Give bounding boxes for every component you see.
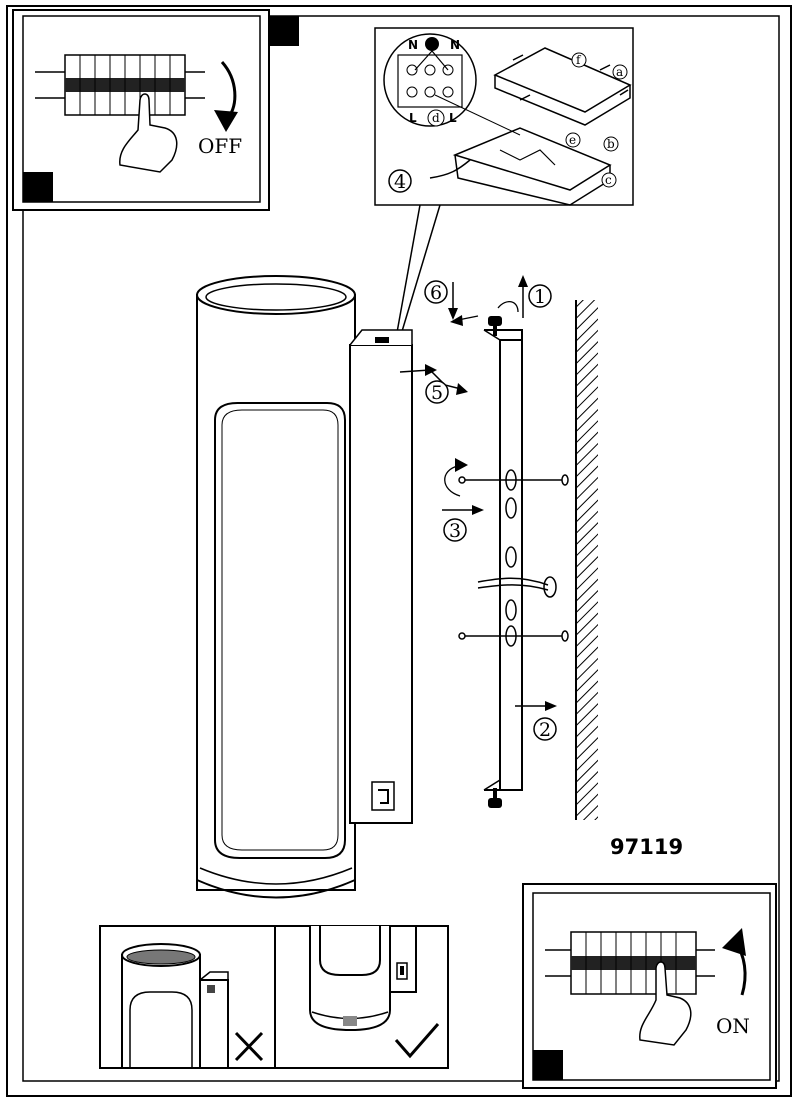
- terminal-label-n-right: N: [450, 38, 460, 52]
- model-number: 97119: [610, 835, 683, 859]
- detail-letter-e: e: [569, 133, 576, 147]
- correct-mount-panel: [309, 925, 440, 1059]
- off-label: OFF: [198, 134, 242, 158]
- inner-frame: [22, 15, 780, 1082]
- hand-icon: [119, 93, 178, 173]
- detail-letter-c: c: [605, 173, 612, 187]
- corner-marker: [23, 172, 53, 202]
- luminaire-window: [214, 401, 346, 859]
- step-2-label: 2: [539, 719, 551, 741]
- switch-off-panel: OFF: [12, 9, 270, 211]
- cross-mark-icon: [234, 1031, 264, 1062]
- terminal-label-n-left: N: [408, 38, 418, 52]
- detail-letter-b: b: [607, 137, 615, 151]
- terminal-label-l-right: L: [449, 111, 457, 125]
- on-label: ON: [716, 1014, 750, 1038]
- mounting-comparison: [99, 925, 449, 1069]
- switch-on-panel: ON: [522, 883, 777, 1089]
- screw-icons: [512, 54, 629, 101]
- step-1-label: 1: [534, 286, 546, 308]
- corner-marker: [533, 1050, 563, 1080]
- hand-icon: [639, 961, 692, 1046]
- step-5-label: 5: [431, 382, 443, 404]
- step-4-label: 4: [394, 171, 406, 193]
- wall-mount-housing: [349, 329, 413, 824]
- wrong-mount-panel: [121, 943, 264, 1069]
- check-mark-icon: [394, 1023, 440, 1059]
- breaker-block-on: [545, 931, 715, 995]
- detail-letter-d: d: [432, 111, 440, 125]
- step-3-label: 3: [449, 520, 461, 542]
- supply-cable: [429, 159, 471, 179]
- corner-marker-top: [269, 16, 299, 46]
- outer-frame: [6, 5, 792, 1097]
- detail-letter-a: a: [616, 65, 623, 79]
- earth-icon: [425, 37, 439, 51]
- wall-screws: [458, 474, 569, 642]
- bracket-top-screw: [488, 316, 502, 336]
- luminaire-body: [196, 275, 356, 899]
- cable-through-bracket: [477, 576, 557, 598]
- wall-hatching: [575, 300, 598, 820]
- bracket-bottom-screw: [488, 788, 502, 808]
- terminal-label-l-left: L: [409, 111, 417, 125]
- fixing-slot: [371, 781, 395, 811]
- breaker-block-off: [35, 54, 205, 116]
- step-6-label: 6: [430, 282, 442, 304]
- mounting-bracket: [483, 316, 523, 808]
- detail-letter-f: f: [576, 53, 582, 67]
- wiring-detail-panel: N N L L d f a b e c 4: [374, 27, 634, 206]
